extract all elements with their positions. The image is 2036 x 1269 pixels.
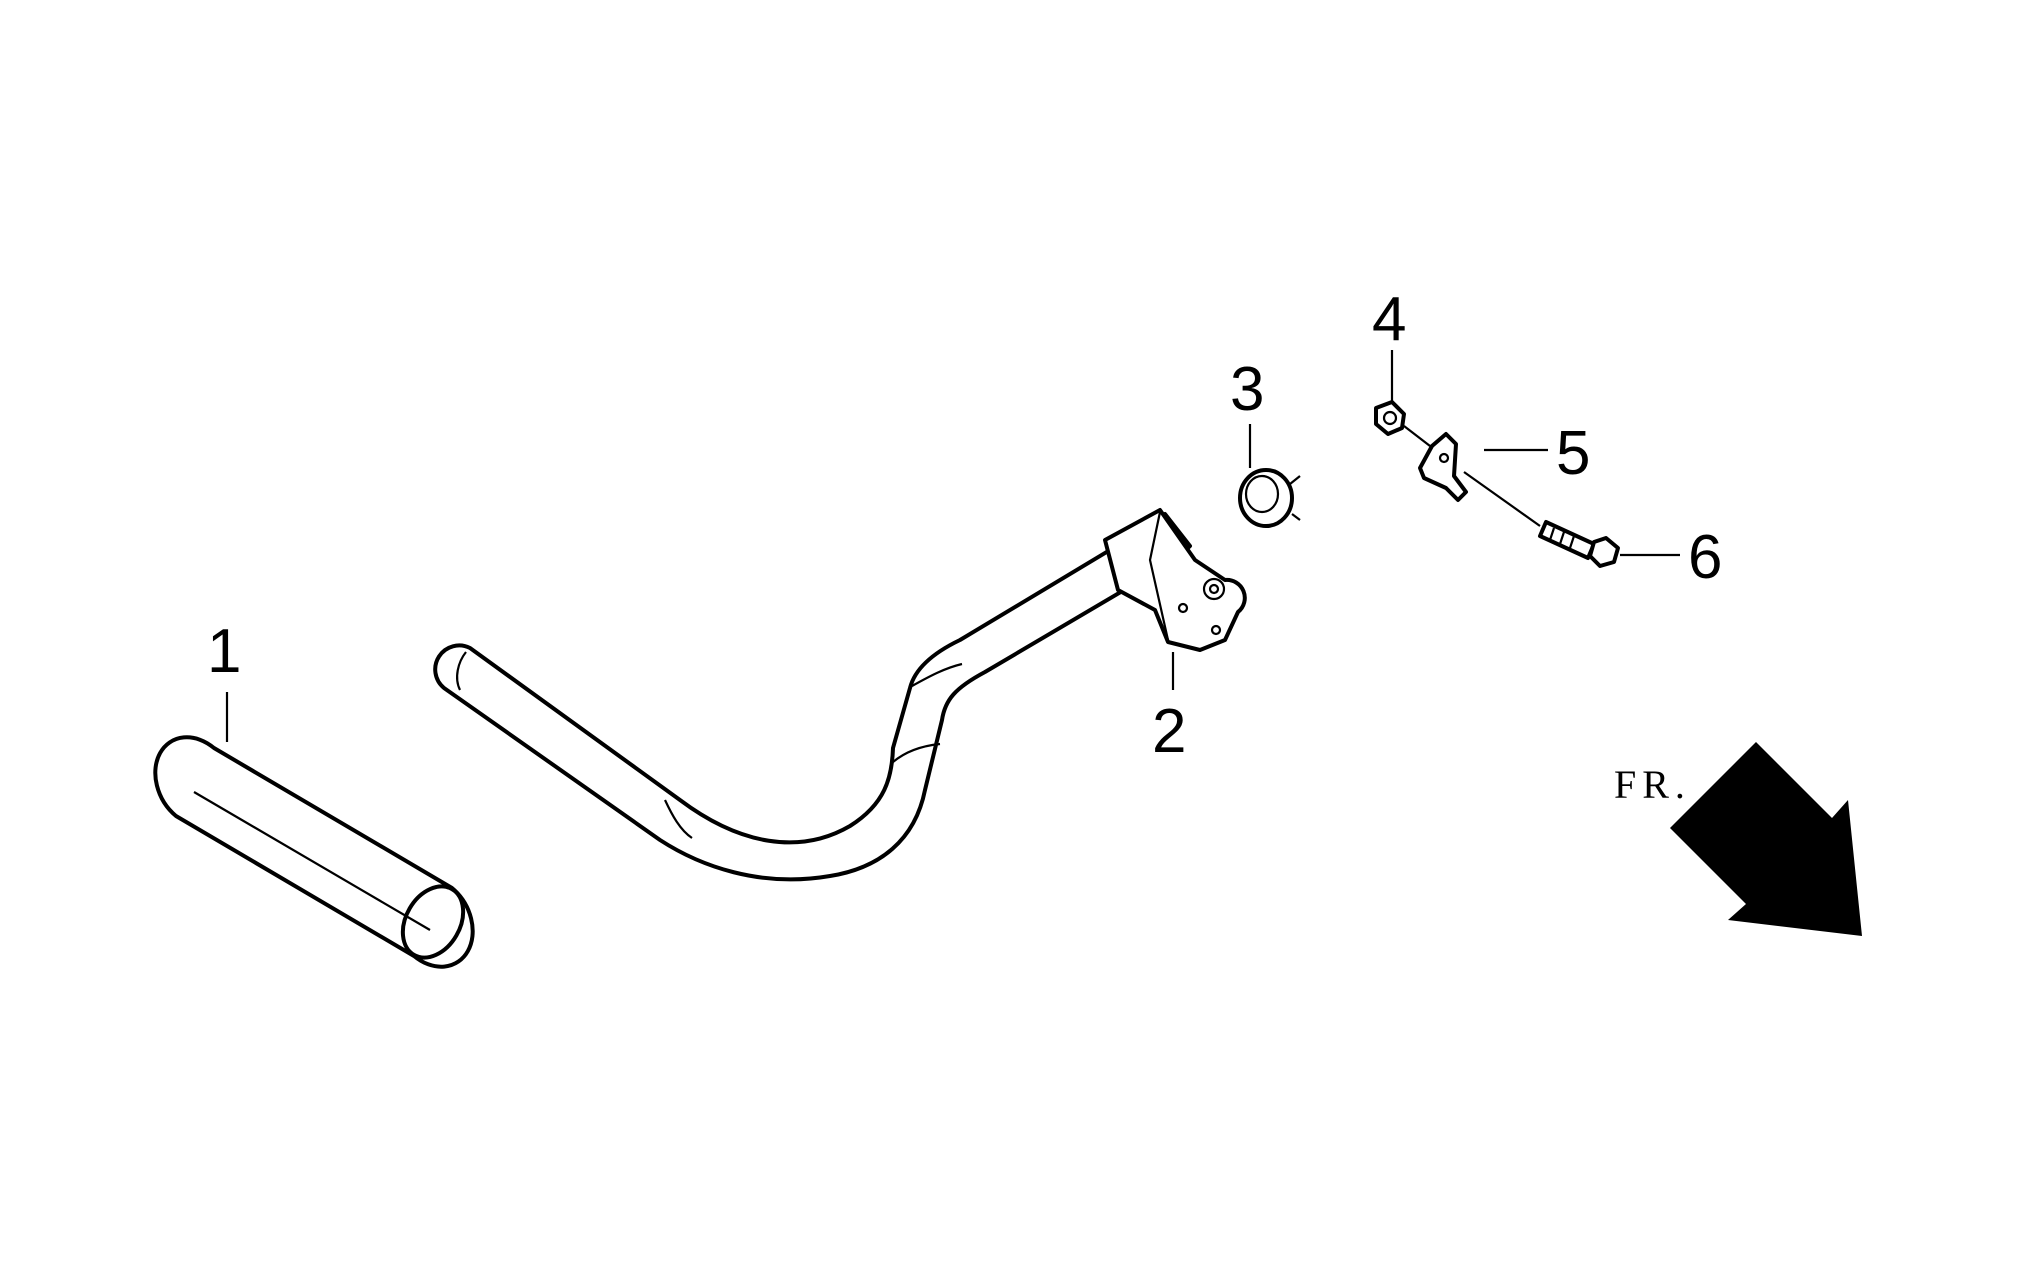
part-5-cable-clip	[1418, 432, 1468, 502]
callout-5: 5	[1556, 419, 1590, 488]
front-direction-label: FR.	[1614, 762, 1691, 807]
callout-6: 6	[1688, 523, 1722, 592]
assembly-axis-line	[1403, 425, 1541, 527]
part-4-nut	[1374, 400, 1406, 436]
part-6-bolt	[1538, 520, 1620, 568]
arrow-down-right-icon	[1670, 742, 1862, 936]
part-1-grip-sleeve	[153, 735, 475, 969]
callout-1: 1	[207, 617, 241, 686]
part-2-handle-bar	[433, 508, 1247, 882]
callout-2: 2	[1152, 697, 1186, 766]
callout-4: 4	[1372, 285, 1406, 354]
callout-3: 3	[1230, 355, 1264, 424]
part-3-plug-cap	[1238, 468, 1301, 528]
